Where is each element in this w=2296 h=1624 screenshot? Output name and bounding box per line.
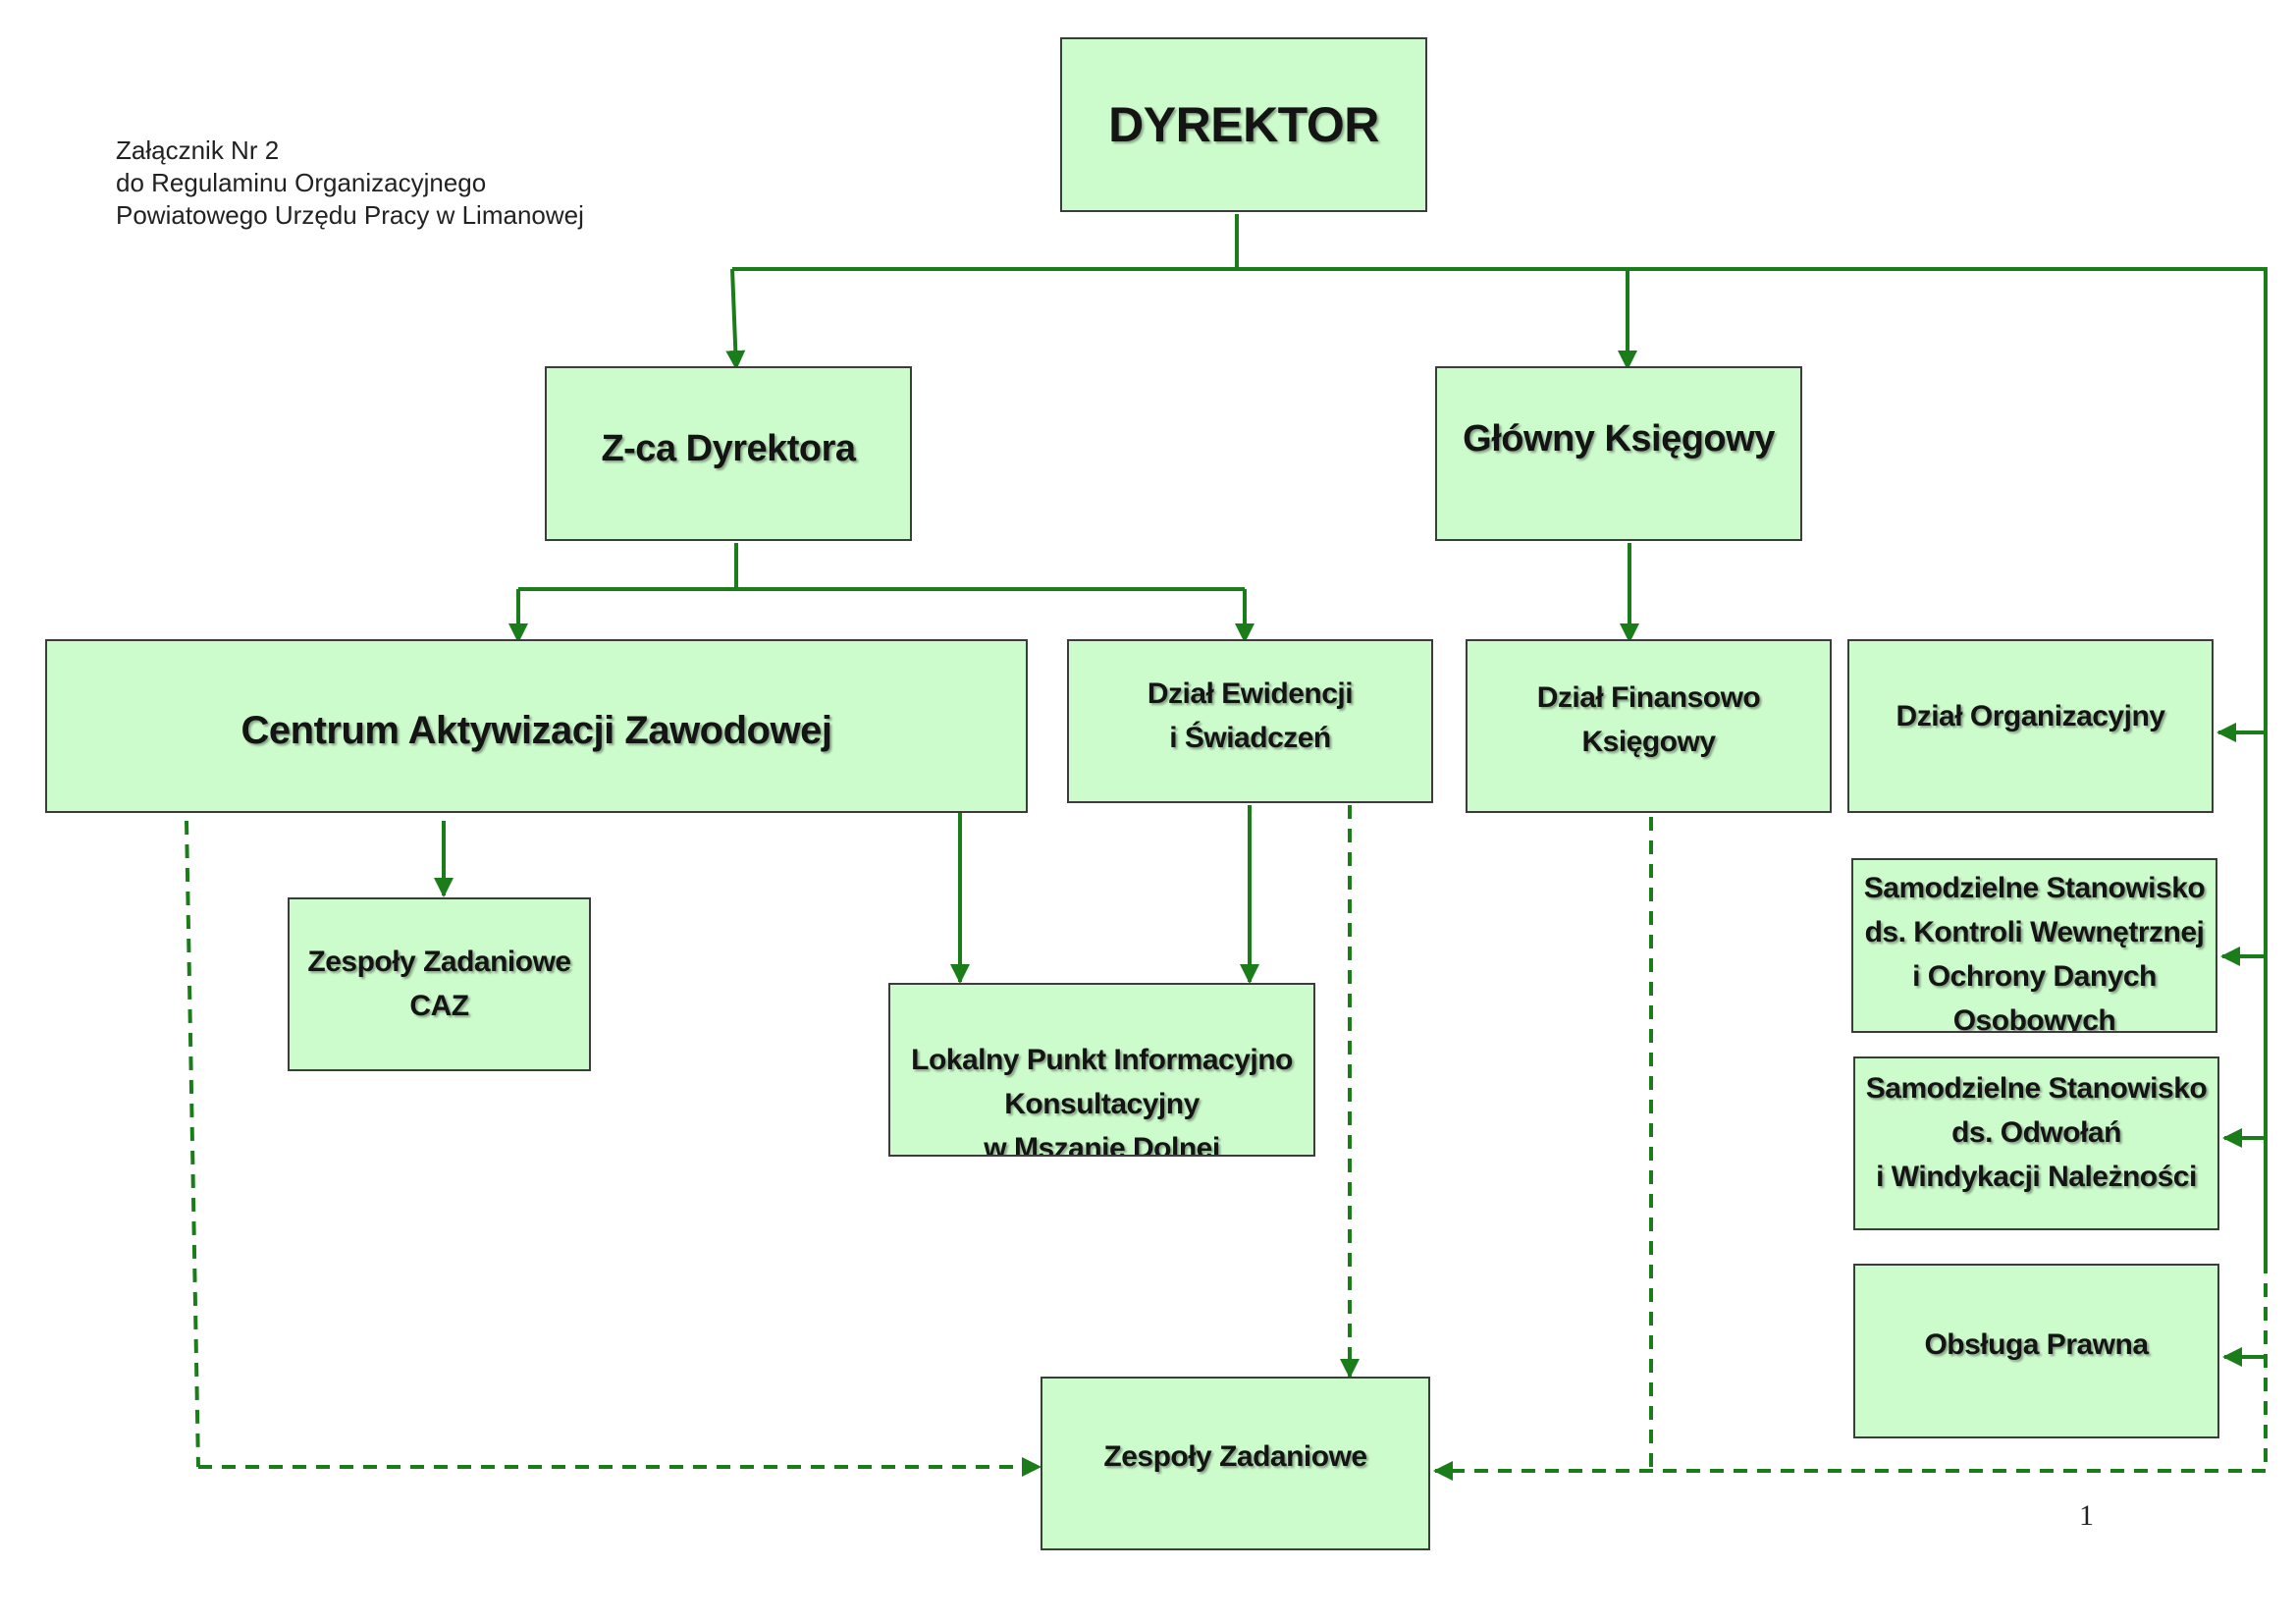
label-line: Dział Ewidencji <box>1147 677 1354 710</box>
task-teams-label: Zespoły Zadaniowe <box>1103 1440 1367 1473</box>
label-line: Konsultacyjny <box>1004 1088 1200 1120</box>
appeals-recovery-label: Samodzielne Stanowisko ds. Odwołań i Win… <box>1865 1066 2208 1199</box>
label-line: Samodzielne Stanowisko <box>1865 1072 2208 1105</box>
legal-service-box: Obsługa Prawna <box>1853 1264 2219 1438</box>
dashed-caz-vertical <box>185 820 200 1468</box>
local-info-point-box: Lokalny Punkt Informacyjno Konsultacyjny… <box>888 983 1315 1157</box>
caz-label: Centrum Aktywizacji Zawodowej <box>240 708 832 752</box>
records-benefits-label: Dział Ewidencji i Świadczeń <box>1147 672 1354 760</box>
label-line: Zespoły Zadaniowe <box>307 945 571 978</box>
finance-accounting-box: Dział Finansowo Księgowy <box>1466 639 1832 813</box>
caz-box: Centrum Aktywizacji Zawodowej <box>45 639 1028 813</box>
label-line: Dział Finansowo <box>1536 680 1761 714</box>
appeals-recovery-box: Samodzielne Stanowisko ds. Odwołań i Win… <box>1853 1056 2219 1230</box>
label-line: ds. Kontroli Wewnętrznej <box>1864 916 2205 948</box>
label-line: Osobowych <box>1952 1004 2116 1033</box>
chief-accountant-label: Główny Księgowy <box>1463 417 1775 460</box>
director-label: DYREKTOR <box>1108 96 1379 152</box>
internal-control-label: Samodzielne Stanowisko ds. Kontroli Wewn… <box>1863 866 2206 1033</box>
label-line: Samodzielne Stanowisko <box>1863 872 2206 904</box>
arrow-to-deputy <box>725 268 746 370</box>
caz-task-teams-label: Zespoły Zadaniowe CAZ <box>307 940 571 1028</box>
task-teams-box: Zespoły Zadaniowe <box>1041 1377 1430 1550</box>
label-line: i Windykacji Należności <box>1876 1161 2197 1193</box>
attachment-note: Załącznik Nr 2 do Regulaminu Organizacyj… <box>116 135 584 232</box>
legal-service-label: Obsługa Prawna <box>1924 1327 2149 1361</box>
label-line: w Mszanie Dolnej <box>984 1132 1220 1157</box>
label-line: Lokalny Punkt Informacyjno <box>911 1044 1293 1076</box>
page-number: 1 <box>2079 1499 2094 1532</box>
organizational-box: Dział Organizacyjny <box>1847 639 2214 813</box>
chief-accountant-box: Główny Księgowy <box>1435 366 1802 541</box>
label-line: Księgowy <box>1581 725 1716 758</box>
director-box: DYREKTOR <box>1060 37 1427 212</box>
finance-accounting-label: Dział Finansowo Księgowy <box>1537 676 1761 764</box>
deputy-director-box: Z-ca Dyrektora <box>545 366 912 541</box>
internal-control-box: Samodzielne Stanowisko ds. Kontroli Wewn… <box>1851 858 2217 1033</box>
caz-task-teams-box: Zespoły Zadaniowe CAZ <box>288 897 591 1071</box>
organizational-label: Dział Organizacyjny <box>1896 700 2165 732</box>
attachment-note-line: do Regulaminu Organizacyjnego <box>116 168 487 197</box>
label-line: CAZ <box>409 989 469 1022</box>
local-info-point-label: Lokalny Punkt Informacyjno Konsultacyjny… <box>911 1038 1293 1157</box>
label-line: ds. Odwołań <box>1951 1116 2121 1149</box>
attachment-note-line: Załącznik Nr 2 <box>116 135 280 165</box>
label-line: i Ochrony Danych <box>1912 960 2157 993</box>
attachment-note-line: Powiatowego Urzędu Pracy w Limanowej <box>116 200 584 230</box>
label-line: i Świadczeń <box>1169 721 1331 754</box>
records-benefits-box: Dział Ewidencji i Świadczeń <box>1067 639 1433 803</box>
deputy-director-label: Z-ca Dyrektora <box>601 427 856 469</box>
